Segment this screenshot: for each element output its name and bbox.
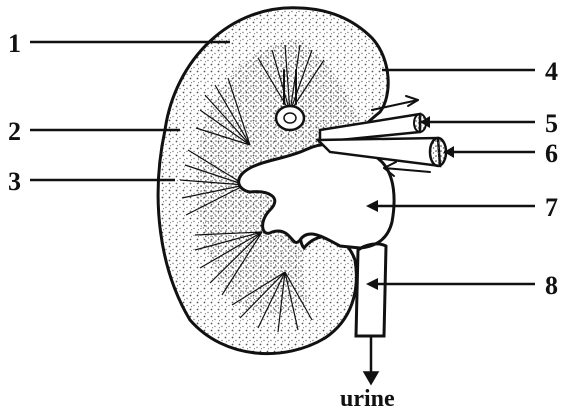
label-2: 2 [8,117,21,146]
label-4: 4 [545,57,558,86]
label-1: 1 [8,29,21,58]
label-3: 3 [8,167,21,196]
ureter [356,244,386,336]
urine-arrow [364,336,378,384]
label-7: 7 [545,193,558,222]
label-6: 6 [545,139,558,168]
label-5: 5 [545,109,558,138]
urine-caption: urine [340,386,395,412]
label-8: 8 [545,271,558,300]
